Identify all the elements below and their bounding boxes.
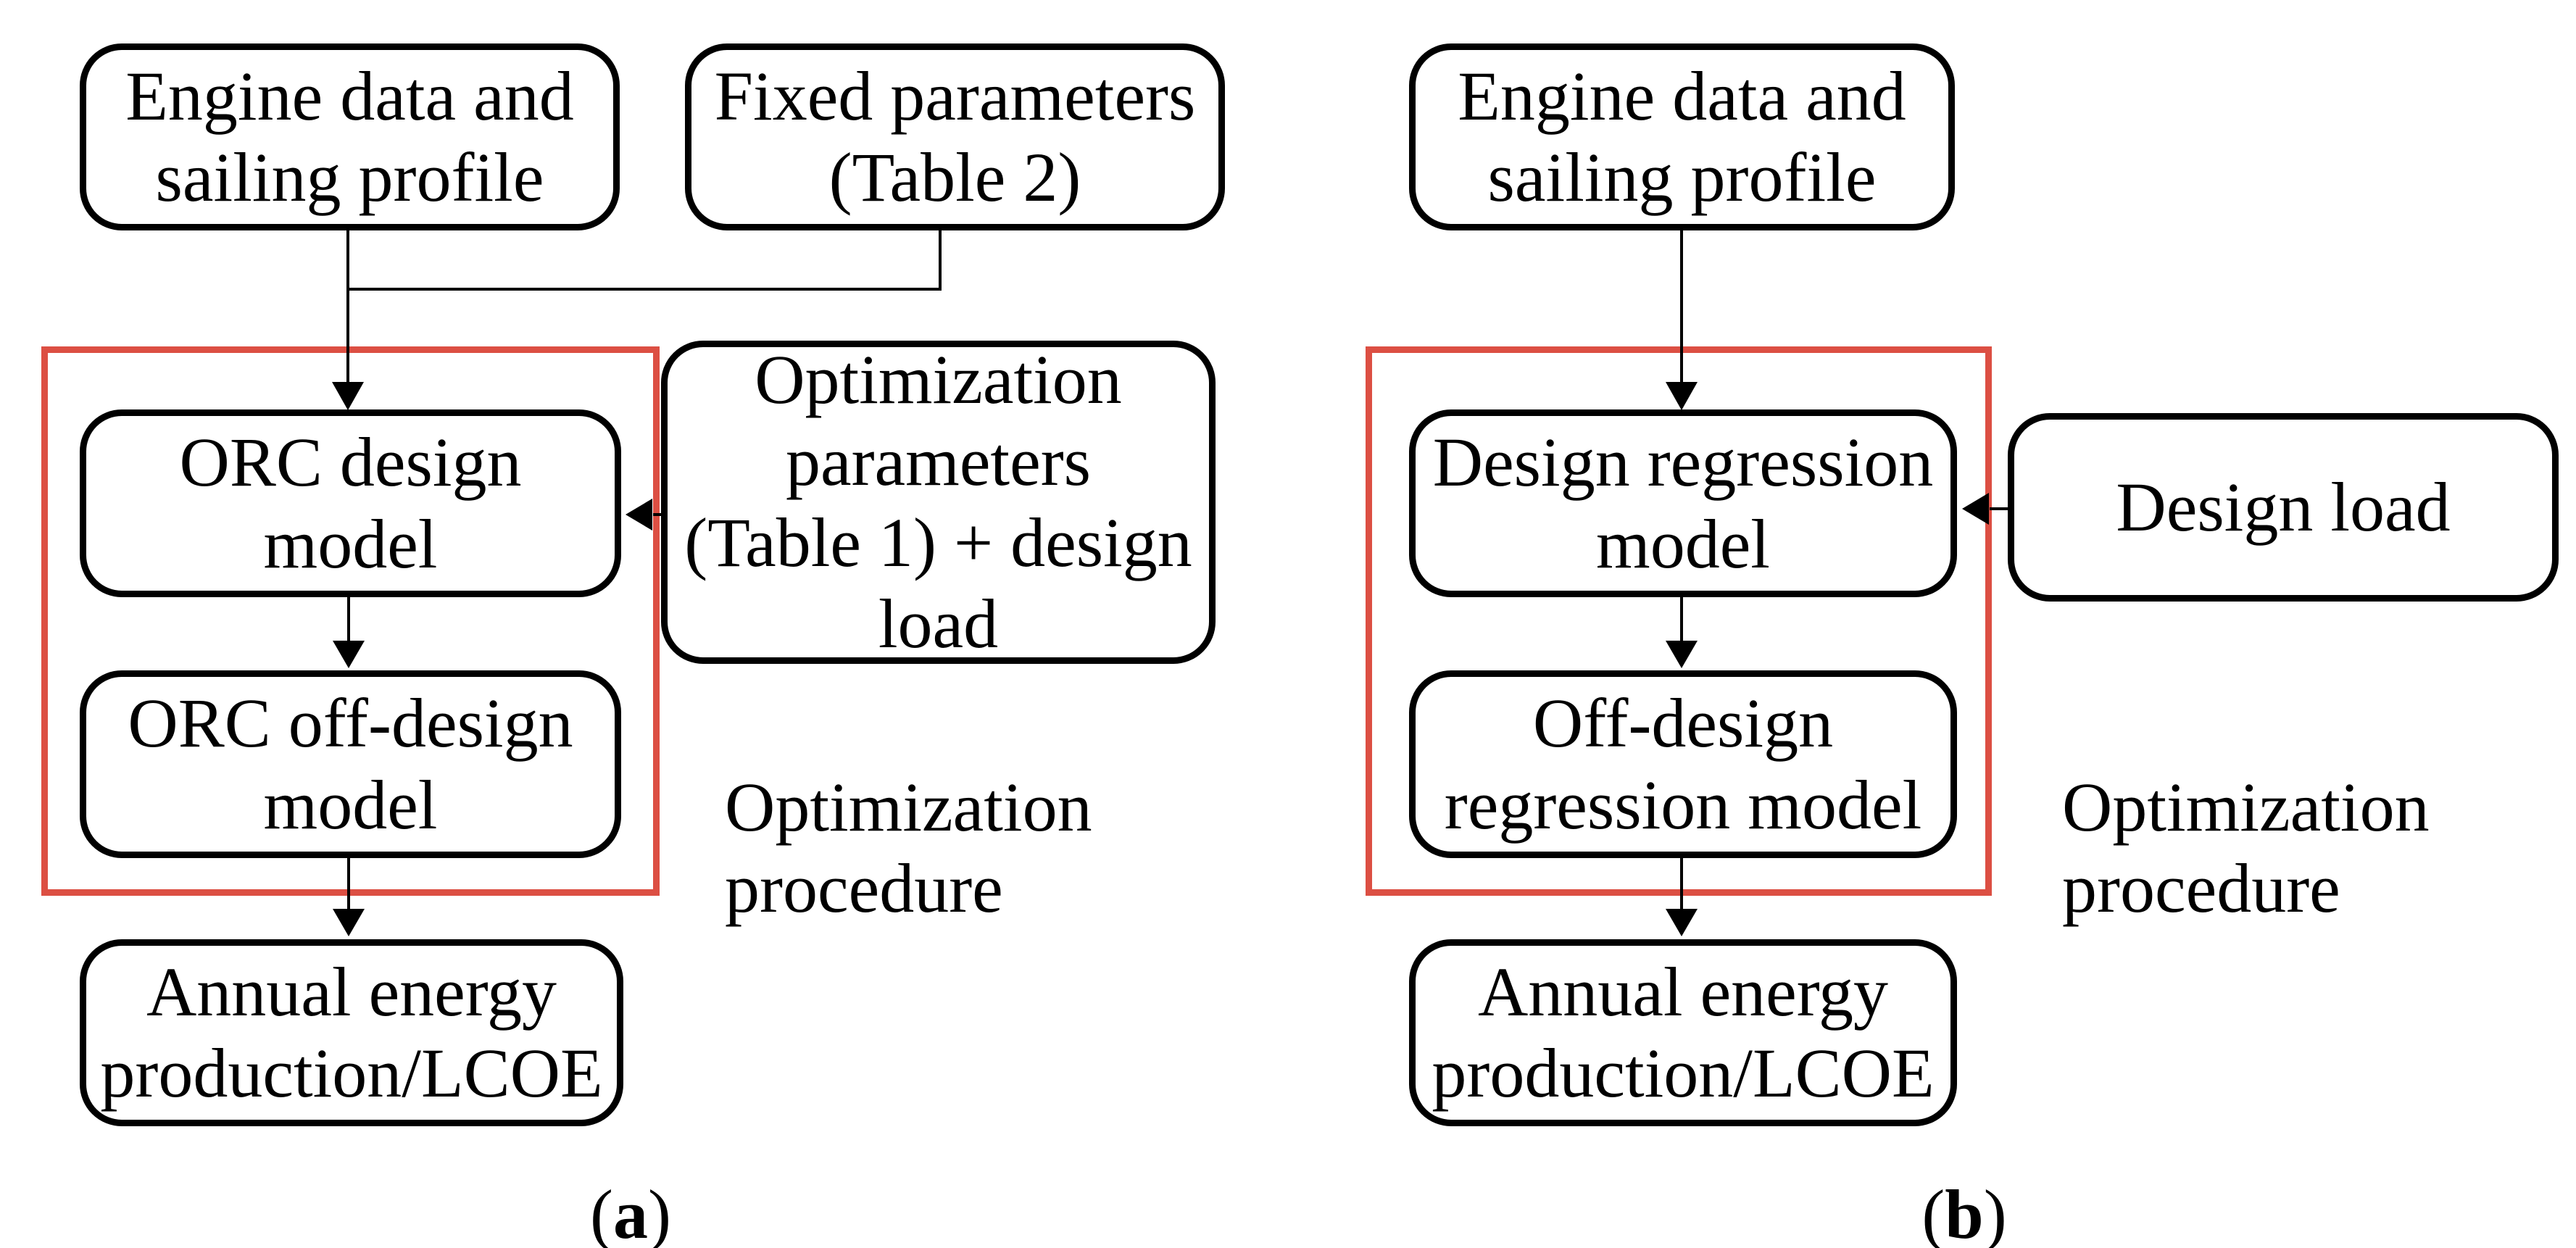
panel-caption-a: (a) — [573, 1180, 689, 1248]
arrowhead-offdesign-to-output-b — [1666, 909, 1698, 936]
node-orc-design-model-a: ORC design model — [80, 409, 621, 597]
label-optimization-procedure-a: Optimization procedure — [725, 768, 1092, 928]
panel-caption-b: (b) — [1906, 1180, 2022, 1248]
node-engine-data-b: Engine data and sailing profile — [1409, 43, 1955, 230]
optimization-loop-outline-a — [41, 346, 660, 896]
node-annual-energy-b: Annual energy production/LCOE — [1409, 939, 1957, 1126]
label-optimization-procedure-b: Optimization procedure — [2062, 768, 2430, 928]
node-annual-energy-a: Annual energy production/LCOE — [80, 939, 623, 1126]
caption-letter-b: b — [1945, 1176, 1984, 1248]
caption-open-paren-b: ( — [1921, 1176, 1945, 1248]
caption-close-paren-b: ) — [1983, 1176, 2007, 1248]
caption-open-paren-a: ( — [590, 1176, 613, 1248]
node-offdesign-regression-model-b: Off-design regression model — [1409, 670, 1957, 858]
node-design-regression-model-b: Design regression model — [1409, 409, 1957, 597]
optimization-loop-outline-b — [1366, 346, 1992, 896]
caption-letter-a: a — [613, 1176, 648, 1248]
arrowhead-offdesign-to-output-a — [333, 909, 365, 936]
node-optimization-parameters-a: Optimization parameters (Table 1) + desi… — [661, 341, 1216, 664]
node-design-load-b: Design load — [2008, 413, 2559, 602]
node-engine-data-a: Engine data and sailing profile — [80, 43, 620, 230]
caption-close-paren-a: ) — [648, 1176, 671, 1248]
node-fixed-parameters-a: Fixed parameters (Table 2) — [685, 43, 1225, 230]
node-orc-offdesign-model-a: ORC off-design model — [80, 670, 621, 858]
connector-fixedparams-join-a — [348, 230, 942, 291]
